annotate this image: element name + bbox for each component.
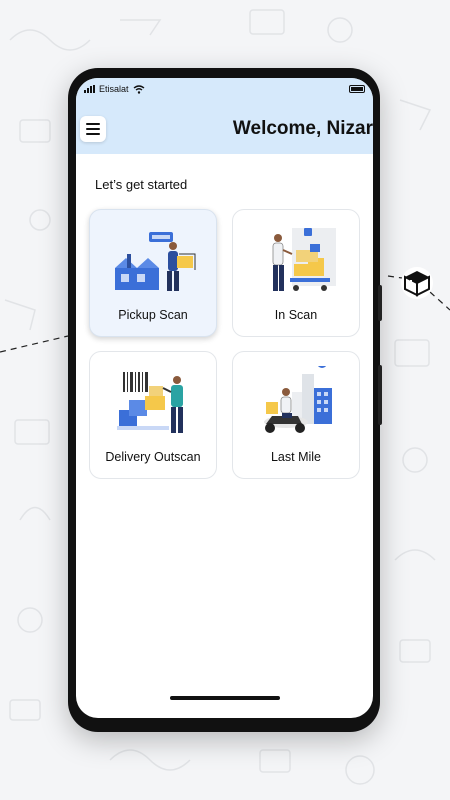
home-indicator[interactable] xyxy=(170,696,280,700)
section-title: Let’s get started xyxy=(95,177,188,192)
box-icon xyxy=(401,267,433,299)
menu-icon xyxy=(86,123,100,125)
pickup-scan-illustration xyxy=(115,232,196,291)
phone-screen: Etisalat Welcome, Nizar Let’s get starte… xyxy=(76,78,373,718)
last-mile-tile[interactable]: Last Mile xyxy=(232,351,360,479)
phone-side-button xyxy=(378,365,382,425)
last-mile-illustration xyxy=(264,366,332,433)
tile-label: Pickup Scan xyxy=(118,308,188,322)
signal-icon xyxy=(84,85,95,93)
in-scan-tile[interactable]: In Scan xyxy=(232,209,360,337)
delivery-outscan-illustration xyxy=(117,372,183,433)
phone-side-button xyxy=(378,285,382,321)
battery-icon xyxy=(349,85,365,93)
delivery-outscan-tile[interactable]: Delivery Outscan xyxy=(89,351,217,479)
tile-label: In Scan xyxy=(274,308,318,322)
tile-label: Last Mile xyxy=(270,450,322,464)
app-header: Welcome, Nizar xyxy=(76,100,373,154)
tile-label: Delivery Outscan xyxy=(105,450,201,464)
menu-button[interactable] xyxy=(80,116,106,142)
welcome-title: Welcome, Nizar xyxy=(232,118,373,139)
pickup-scan-tile[interactable]: Pickup Scan xyxy=(89,209,217,337)
wifi-icon xyxy=(133,84,144,94)
in-scan-illustration xyxy=(272,228,336,291)
carrier-name: Etisalat xyxy=(99,84,129,94)
status-bar: Etisalat xyxy=(76,78,373,100)
